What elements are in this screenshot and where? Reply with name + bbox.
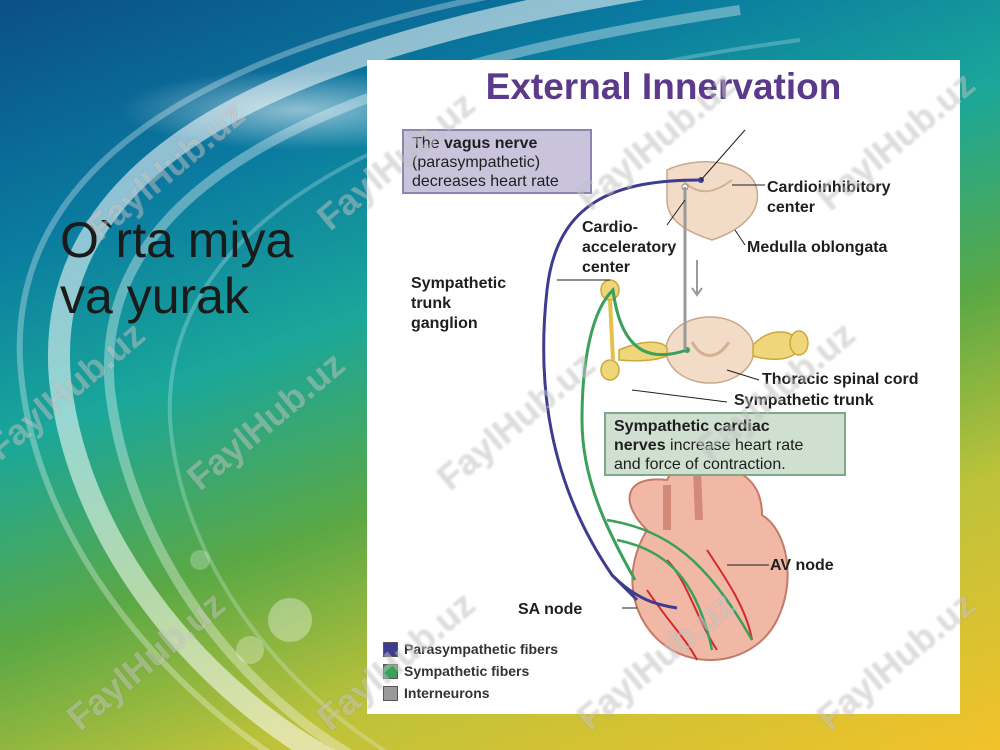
label-cardioacceleratory-center: Cardio- acceleratory center [582, 219, 677, 276]
vagus-box-pre: The [412, 135, 445, 152]
symp-box-bold1: Sympathetic cardiac [614, 418, 770, 435]
sympathetic-fiber-path [580, 286, 688, 581]
sympathetic-fiber-branch-2 [616, 538, 714, 651]
slide-title: O`rta miya va yurak [60, 212, 360, 324]
legend: Parasympathetic fibers Sympathetic fiber… [383, 638, 558, 704]
legend-item-sympathetic: Sympathetic fibers [383, 660, 558, 682]
innervation-illustration [542, 129, 809, 661]
vagus-nerve-callout: The vagus nerve (parasympathetic) decrea… [402, 129, 592, 194]
vagus-box-bold: vagus nerve [444, 135, 538, 152]
label-av-node: AV node [770, 557, 834, 574]
slide-title-line1: O`rta miya [60, 212, 294, 268]
thoracic-spinal-cord-shape [665, 316, 755, 384]
parasympathetic-fiber-path [542, 178, 702, 602]
label-medulla-oblongata: Medulla oblongata [747, 239, 888, 256]
slide-title-line2: va yurak [60, 268, 249, 324]
sympathetic-ganglia-shape [600, 279, 809, 381]
vagus-box-line2: (parasympathetic) [412, 154, 541, 171]
label-thoracic-spinal-cord: Thoracic spinal cord [762, 371, 919, 388]
sympathetic-fiber-branch-1 [606, 518, 754, 641]
sympathetic-nerves-callout: Sympathetic cardiac nerves increase hear… [604, 412, 846, 476]
label-sympathetic-trunk: Sympathetic trunk [734, 392, 874, 409]
legend-swatch-interneurons [383, 685, 398, 701]
label-sympathetic-trunk-ganglion: Sympathetic trunk ganglion [411, 275, 507, 332]
legend-swatch-parasympathetic [383, 641, 398, 657]
diagram-title: External Innervation [485, 66, 842, 107]
label-sa-node: SA node [518, 601, 583, 618]
legend-item-interneurons: Interneurons [383, 682, 558, 704]
interneuron-arrow [691, 260, 703, 297]
symp-box-bold2: nerves [614, 437, 666, 454]
diagram-panel: External Innervation [367, 60, 960, 714]
parasympathetic-fiber-branch [610, 573, 678, 610]
medulla-oblongata-shape [666, 161, 759, 241]
leader-lines [557, 129, 769, 566]
legend-item-parasympathetic: Parasympathetic fibers [383, 638, 558, 660]
heart-shape [628, 460, 789, 661]
label-cardioinhibitory-center: Cardioinhibitory center [767, 179, 891, 216]
symp-box-rest2: increase heart rate [665, 437, 804, 454]
legend-swatch-sympathetic [383, 663, 398, 679]
vagus-box-line3: decreases heart rate [412, 173, 559, 190]
symp-box-line3: and force of contraction. [614, 456, 786, 473]
